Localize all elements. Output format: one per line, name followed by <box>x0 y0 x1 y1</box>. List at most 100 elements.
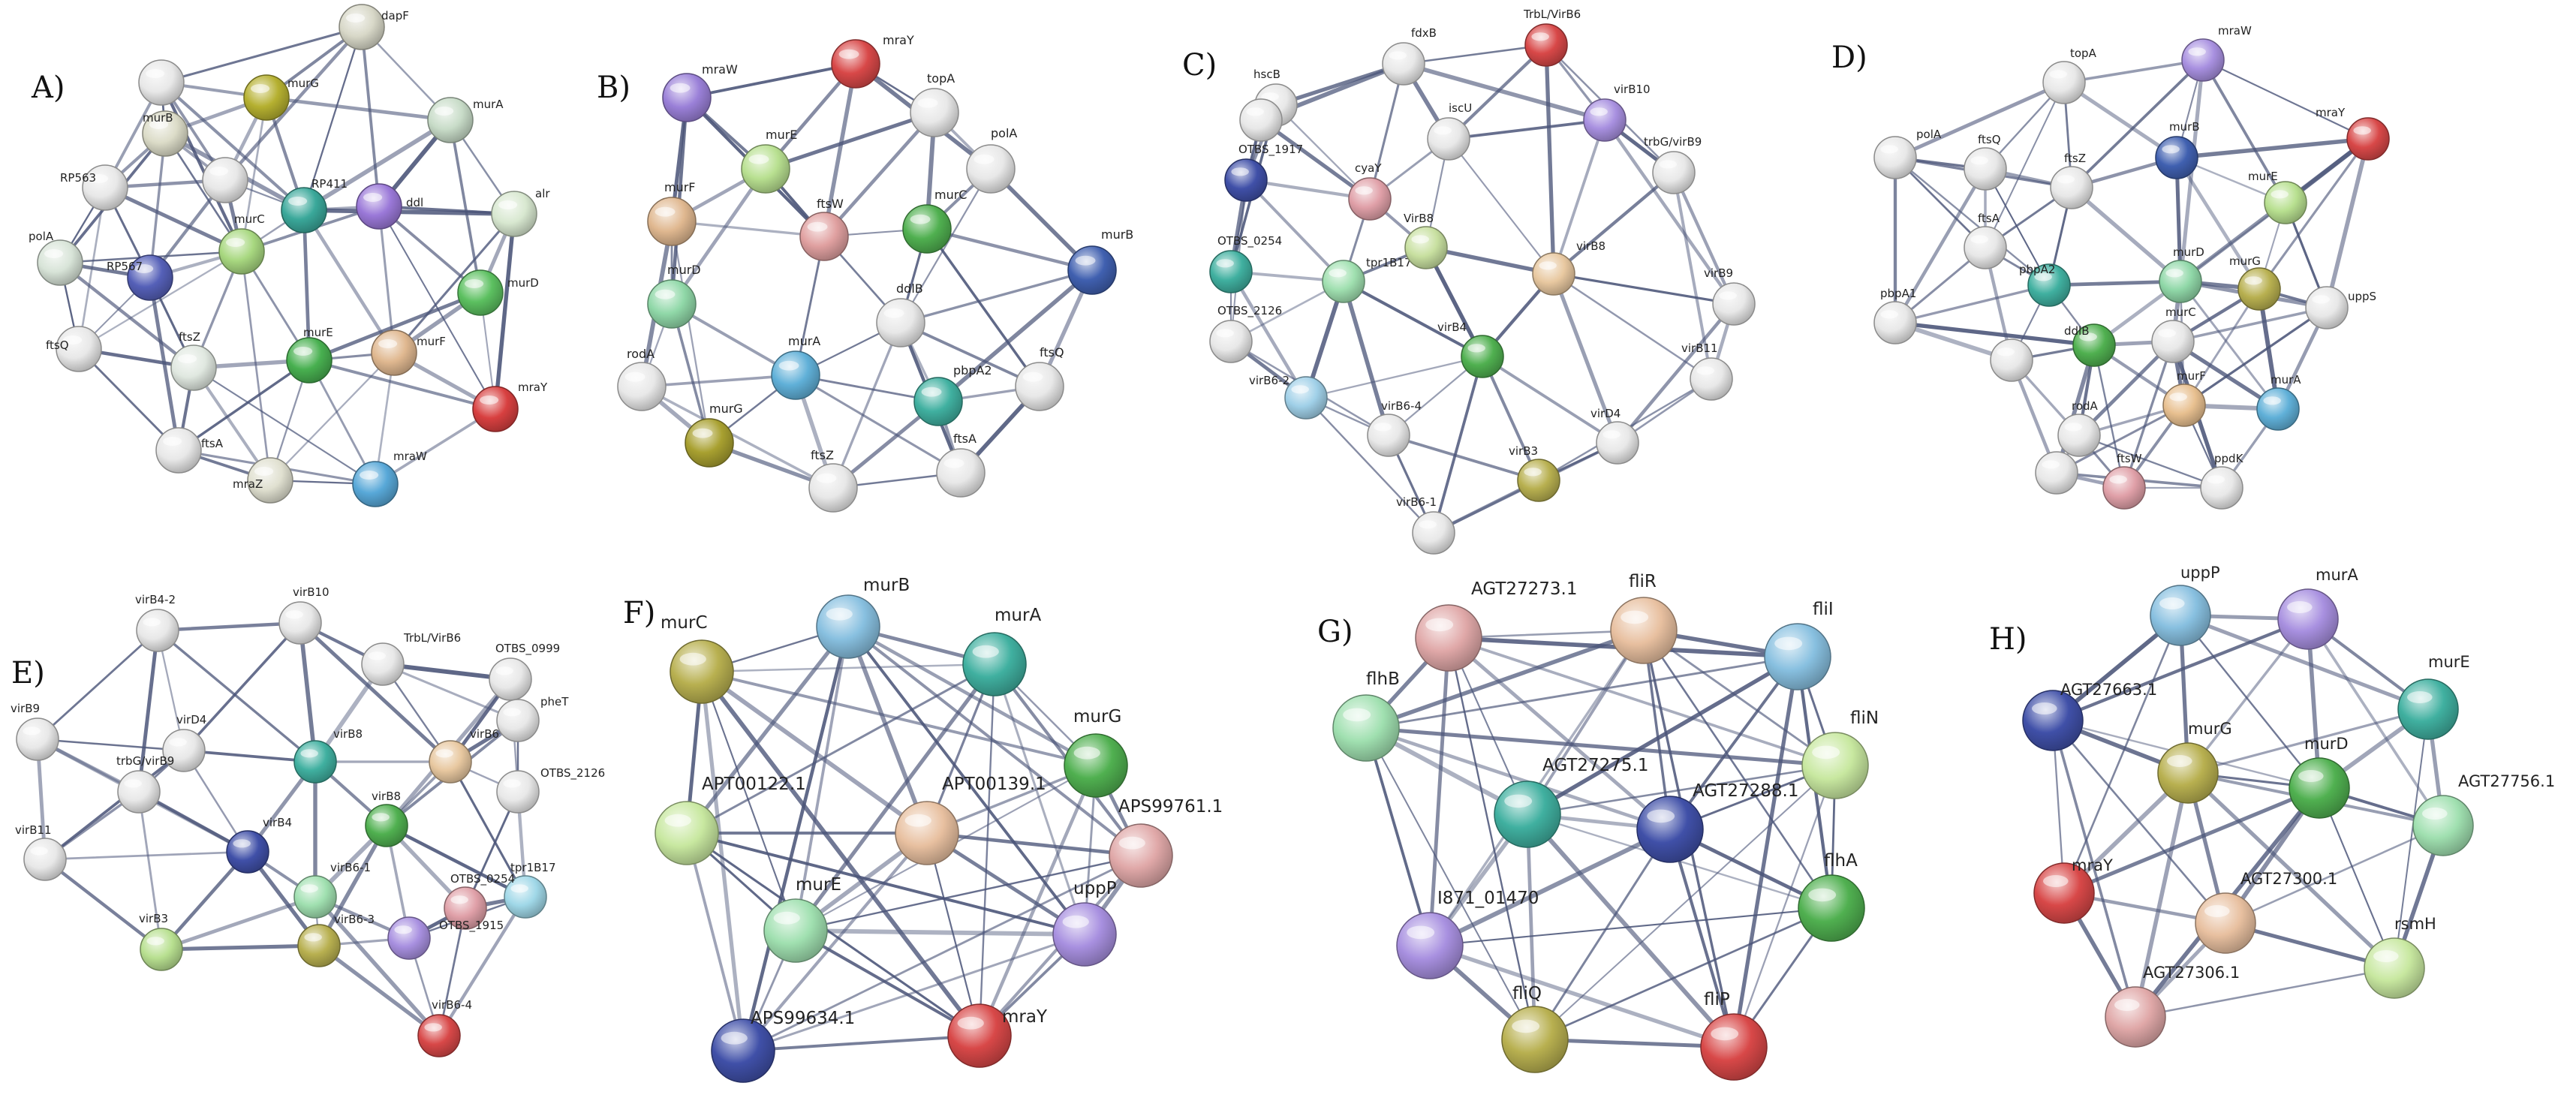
node-label: virB9 <box>11 702 40 715</box>
interaction-edge <box>1447 636 1536 1041</box>
interaction-edge <box>36 738 185 752</box>
protein-node-mray: mraY <box>2316 106 2390 161</box>
node-label: polA <box>991 126 1017 140</box>
interaction-edge <box>685 663 996 835</box>
node-highlight <box>2042 460 2060 469</box>
node-sphere <box>902 204 952 254</box>
node-label: ftsW <box>2117 452 2142 465</box>
protein-node-rsmh: rsmH <box>2364 915 2436 999</box>
node-sphere <box>457 269 504 316</box>
node-sphere <box>2264 181 2307 224</box>
interaction-edge <box>493 212 516 411</box>
node-highlight <box>146 937 164 946</box>
node-highlight <box>503 708 521 717</box>
interaction-edge <box>925 832 981 1037</box>
protein-node-ftsw: ftsW <box>799 197 849 261</box>
interaction-edge <box>36 629 159 741</box>
node-sphere <box>1239 98 1283 142</box>
protein-node-d22 <box>1990 338 2033 382</box>
interaction-edge <box>307 290 483 362</box>
node-highlight <box>163 437 182 446</box>
node-highlight <box>1411 235 1429 244</box>
node-sphere <box>293 740 337 784</box>
node-highlight <box>300 884 318 893</box>
node-highlight <box>1504 794 1533 808</box>
node-label: dapF <box>381 9 409 23</box>
protein-node-ddl: ddl <box>356 183 423 230</box>
node-highlight <box>2207 475 2225 484</box>
node-sphere <box>2181 38 2225 82</box>
node-highlight <box>510 884 528 893</box>
protein-node-mray: mraY <box>947 1003 1048 1068</box>
node-sphere <box>2150 585 2211 646</box>
interaction-edge <box>1401 62 1607 122</box>
node-highlight <box>773 911 800 925</box>
node-label: virB6-4 <box>1381 399 1422 413</box>
node-sphere <box>136 609 179 652</box>
node-label: OTBS_0254 <box>450 872 515 886</box>
node-highlight <box>2422 808 2448 820</box>
node-label: ddl <box>406 196 423 209</box>
node-highlight <box>435 107 454 116</box>
node-highlight <box>778 360 799 371</box>
protein-node-mraw: mraW <box>352 450 427 507</box>
node-highlight <box>149 120 169 129</box>
interaction-edge <box>1602 118 1736 306</box>
node-label: OTBS_2126 <box>1217 304 1282 318</box>
node-sphere <box>361 642 405 686</box>
interaction-edge <box>846 624 929 835</box>
node-sphere <box>138 59 185 106</box>
node-label: murB <box>143 111 173 125</box>
interaction-edge <box>794 374 962 474</box>
interaction-edge <box>2078 434 2223 489</box>
node-label: murE <box>2428 653 2470 671</box>
protein-node-mura: murA <box>2277 566 2358 650</box>
node-highlight <box>679 652 706 666</box>
protein-node-flhb: flhB <box>1332 669 1400 762</box>
node-sphere <box>1064 733 1128 798</box>
interaction-edge <box>156 629 317 763</box>
node-sphere <box>1700 1013 1768 1081</box>
node-label: cyaY <box>1355 161 1382 175</box>
node-highlight <box>1407 925 1435 940</box>
protein-node-virb6: virB6 <box>429 727 499 784</box>
node-sphere <box>2397 678 2459 740</box>
protein-node-d23 <box>2035 451 2078 495</box>
node-sphere <box>496 699 540 742</box>
protein-node-virb8a: virB8 <box>293 727 363 784</box>
node-label: virB11 <box>1681 341 1718 355</box>
interaction-edge <box>264 95 453 122</box>
protein-node-pola: polA <box>1873 128 1942 179</box>
network-panel-c: fdxBTrbL/VirB6hscBvirB10iscUOTBS_1917cya… <box>1182 8 1756 555</box>
node-sphere <box>1873 136 1917 179</box>
protein-node-ftsz: ftsZ <box>170 330 217 391</box>
interaction-edge <box>381 663 519 722</box>
node-sphere <box>1284 376 1328 420</box>
node-highlight <box>288 197 308 206</box>
node-sphere <box>356 183 402 230</box>
protein-node-virb9: virB9 <box>11 702 59 761</box>
protein-node-roda: rodA <box>2057 399 2101 457</box>
interaction-edge <box>977 763 1098 1038</box>
interaction-edge <box>2069 185 2183 284</box>
protein-node-mura: murA <box>771 334 820 400</box>
panel-letter: E) <box>11 656 45 690</box>
node-highlight <box>2373 950 2399 962</box>
node-sphere <box>472 386 519 432</box>
node-highlight <box>2049 70 2067 79</box>
node-label: virB10 <box>1614 83 1651 96</box>
node-label: mraY <box>2072 856 2113 874</box>
node-label: OTBS_1917 <box>1238 143 1303 157</box>
interaction-edge <box>700 669 982 1038</box>
node-label: murA <box>788 334 820 348</box>
node-label: virB10 <box>293 585 330 599</box>
protein-node-murg: murG <box>2157 720 2232 804</box>
protein-node-otbs-0999: OTBS_0999 <box>489 642 560 701</box>
interaction-edge <box>2171 306 2328 343</box>
node-highlight <box>1118 836 1145 850</box>
interaction-edge <box>2179 280 2280 411</box>
interaction-edge <box>2047 279 2183 287</box>
node-label: AGT27306.1 <box>2143 964 2240 982</box>
node-sphere <box>117 770 161 814</box>
